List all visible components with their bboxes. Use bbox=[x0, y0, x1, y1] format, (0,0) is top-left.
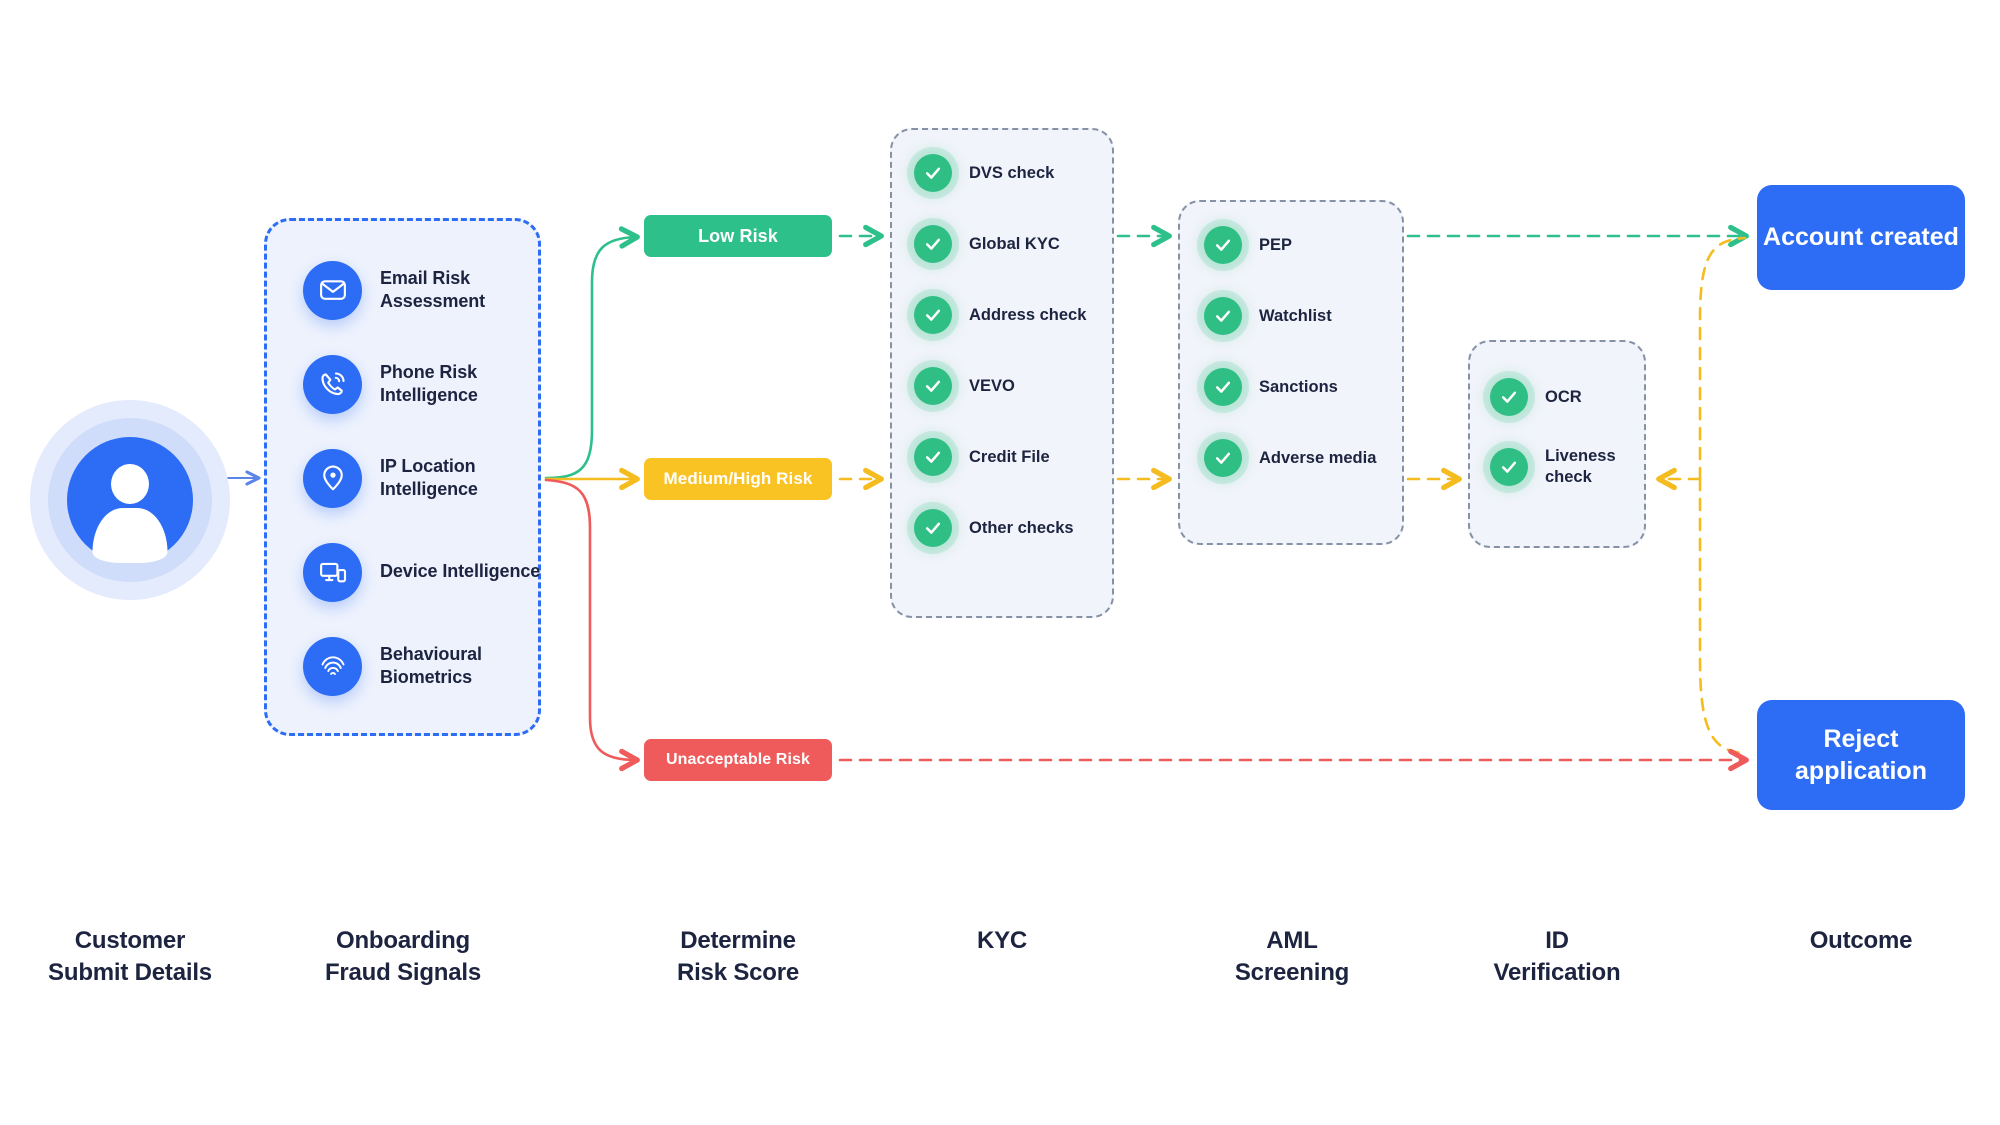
connector-id-to-account-created bbox=[1698, 236, 1747, 481]
envelope-icon bbox=[303, 260, 362, 320]
aml-check-item[interactable]: Watchlist bbox=[1204, 297, 1376, 335]
kyc-check-label: VEVO bbox=[969, 376, 1015, 395]
check-circle-icon bbox=[914, 225, 952, 263]
onboarding-fraud-signals-panel: Email Risk Assessment Phone Risk Intelli… bbox=[264, 218, 541, 736]
onboarding-item-label: Device Intelligence bbox=[380, 561, 541, 582]
kyc-check-label: Other checks bbox=[969, 518, 1074, 537]
user-avatar-icon bbox=[67, 437, 193, 563]
check-circle-icon bbox=[1204, 439, 1242, 477]
onboarding-item-label: Behavioural Biometrics bbox=[380, 643, 482, 687]
id-verification-check-label: Liveness check bbox=[1545, 447, 1616, 486]
aml-check-item[interactable]: Sanctions bbox=[1204, 368, 1376, 406]
phone-icon bbox=[303, 354, 362, 414]
id-verification-check-label: OCR bbox=[1545, 387, 1582, 406]
check-circle-icon bbox=[914, 438, 952, 476]
outcome-reject-application[interactable]: Reject application bbox=[1757, 700, 1965, 810]
check-circle-icon bbox=[914, 509, 952, 547]
kyc-checks-panel: DVS check Global KYC Address check VEVO bbox=[890, 128, 1114, 618]
kyc-check-item[interactable]: Other checks bbox=[914, 509, 1086, 547]
aml-check-list: PEP Watchlist Sanctions Adverse media bbox=[1204, 226, 1376, 510]
aml-check-label: PEP bbox=[1259, 235, 1293, 254]
kyc-check-list: DVS check Global KYC Address check VEVO bbox=[914, 154, 1086, 580]
risk-badge-low[interactable]: Low Risk bbox=[644, 215, 832, 257]
kyc-check-label: Address check bbox=[969, 305, 1087, 324]
onboarding-item-ip-location[interactable]: IP Location Intelligence bbox=[303, 443, 574, 513]
aml-check-item[interactable]: PEP bbox=[1204, 226, 1376, 264]
onboarding-item-label: Email Risk Assessment bbox=[380, 267, 486, 311]
kyc-check-label: Credit File bbox=[969, 447, 1050, 466]
onboarding-item-behavioural-biometrics[interactable]: Behavioural Biometrics bbox=[303, 631, 574, 701]
onboarding-signal-list: Email Risk Assessment Phone Risk Intelli… bbox=[303, 255, 574, 725]
check-circle-icon bbox=[1490, 378, 1528, 416]
risk-badge-unacceptable[interactable]: Unacceptable Risk bbox=[644, 739, 832, 781]
kyc-check-item[interactable]: VEVO bbox=[914, 367, 1086, 405]
check-circle-icon bbox=[914, 296, 952, 334]
check-circle-icon bbox=[914, 154, 952, 192]
kyc-check-item[interactable]: DVS check bbox=[914, 154, 1086, 192]
id-verification-check-item[interactable]: OCR bbox=[1490, 378, 1629, 416]
stage-label-outcome: Outcome bbox=[1809, 927, 1913, 954]
avatar-head-shape bbox=[111, 464, 149, 504]
onboarding-item-label: IP Location Intelligence bbox=[380, 455, 478, 499]
aml-check-label: Watchlist bbox=[1259, 306, 1332, 325]
onboarding-item-label: Phone Risk Intelligence bbox=[380, 361, 478, 405]
id-verification-panel: OCR Liveness check bbox=[1468, 340, 1646, 548]
kyc-check-label: DVS check bbox=[969, 163, 1055, 182]
map-pin-icon bbox=[303, 448, 362, 508]
check-circle-icon bbox=[1490, 447, 1528, 486]
customer-avatar bbox=[30, 400, 230, 600]
outcome-account-created[interactable]: Account created bbox=[1757, 185, 1965, 290]
check-circle-icon bbox=[1204, 226, 1242, 264]
check-circle-icon bbox=[1204, 297, 1242, 335]
id-verification-check-item[interactable]: Liveness check bbox=[1490, 446, 1629, 487]
kyc-check-label: Global KYC bbox=[969, 234, 1060, 253]
connector-id-to-reject bbox=[1698, 477, 1747, 755]
aml-check-label: Sanctions bbox=[1259, 377, 1338, 396]
id-verification-check-list: OCR Liveness check bbox=[1490, 378, 1629, 517]
onboarding-item-email-risk[interactable]: Email Risk Assessment bbox=[303, 255, 574, 325]
check-circle-icon bbox=[914, 367, 952, 405]
aml-check-label: Adverse media bbox=[1259, 448, 1377, 467]
kyc-check-item[interactable]: Credit File bbox=[914, 438, 1086, 476]
avatar-body-shape bbox=[92, 508, 168, 563]
onboarding-item-phone-risk[interactable]: Phone Risk Intelligence bbox=[303, 349, 574, 419]
fingerprint-icon bbox=[303, 636, 362, 696]
risk-badge-medium-high[interactable]: Medium/High Risk bbox=[644, 458, 832, 500]
aml-screening-panel: PEP Watchlist Sanctions Adverse media bbox=[1178, 200, 1404, 545]
aml-check-item[interactable]: Adverse media bbox=[1204, 439, 1376, 477]
kyc-check-item[interactable]: Address check bbox=[914, 296, 1086, 334]
kyc-check-item[interactable]: Global KYC bbox=[914, 225, 1086, 263]
check-circle-icon bbox=[1204, 368, 1242, 406]
onboarding-item-device-intelligence[interactable]: Device Intelligence bbox=[303, 537, 574, 607]
devices-icon bbox=[303, 542, 362, 602]
stage-label-kyc: KYC bbox=[976, 927, 1028, 954]
